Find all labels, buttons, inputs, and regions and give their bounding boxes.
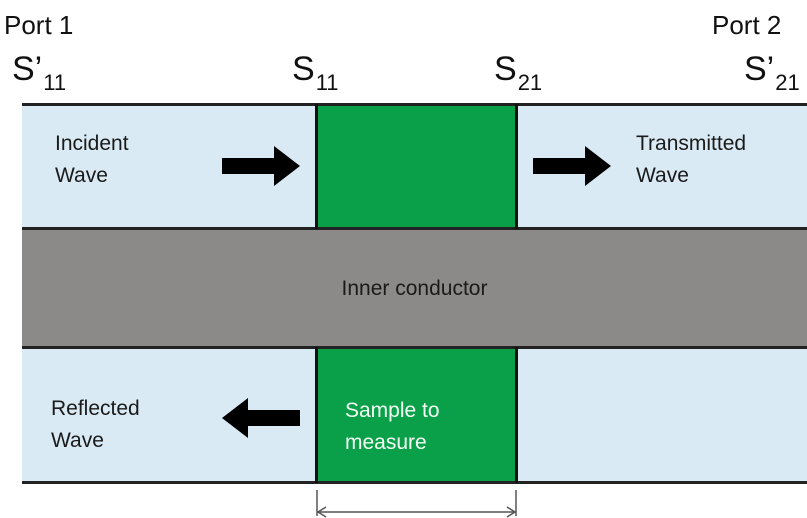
s11-prime-label: S’11 [12,50,66,94]
reflected-arrow-icon [222,398,300,438]
outer-conductor-top-line [22,103,807,106]
transmitted-wave-line1: Transmitted [636,132,747,155]
s21-prime-base: S’ [744,50,775,88]
transmitted-arrow-icon [533,146,611,186]
s21-prime-subscript: 21 [775,70,800,95]
s11-prime-base: S’ [12,50,43,88]
s21-base: S [494,50,517,88]
incident-wave-line2: Wave [55,164,108,187]
lower-right-dielectric [518,348,807,482]
reflected-wave-line2: Wave [51,429,104,452]
lower-sample-block [316,348,518,482]
sample-left-edge-bottom [315,347,318,483]
s11-subscript: 11 [315,70,339,95]
incident-wave-label: Incident Wave [55,128,129,192]
inner-conductor-bottom-line [22,346,807,349]
incident-wave-line1: Incident [55,132,129,155]
s21-prime-label: S’21 [744,50,800,94]
s11-prime-subscript: 11 [43,70,67,95]
incident-arrow-icon [222,146,300,186]
sample-label-line1: Sample to [345,399,440,422]
sample-right-edge-top [515,104,518,229]
sample-thickness-dimension-icon [316,490,517,518]
s11-label: S11 [292,50,339,94]
reflected-wave-line1: Reflected [51,397,140,420]
transmitted-wave-line2: Wave [636,164,689,187]
s11-base: S [292,50,315,88]
sample-left-edge-top [315,104,318,229]
inner-conductor [22,229,807,348]
inner-conductor-label: Inner conductor [341,276,488,300]
transmitted-wave-label: Transmitted Wave [636,128,746,192]
sample-label-line2: measure [345,431,427,454]
s21-label: S21 [494,50,542,94]
sample-label: Sample to measure [345,395,440,459]
port-2-label: Port 2 [712,10,782,40]
reflected-wave-label: Reflected Wave [51,393,140,457]
port-1-label: Port 1 [4,10,74,40]
sample-right-edge-bottom [515,347,518,483]
inner-conductor-top-line [22,227,807,230]
s21-subscript: 21 [517,70,543,95]
outer-conductor-bottom-line [22,481,807,484]
upper-sample-block [316,106,518,229]
